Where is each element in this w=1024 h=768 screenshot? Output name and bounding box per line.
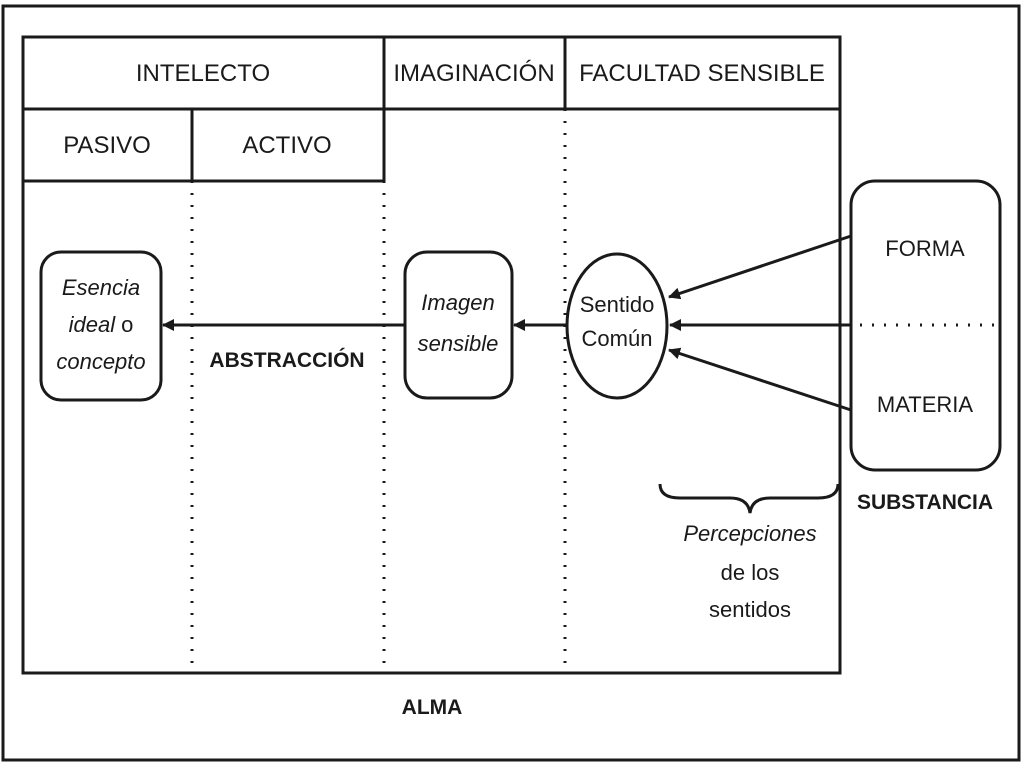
percepciones-line1: Percepciones [683,521,816,546]
esencia-line3: concepto [56,349,145,374]
header-activo: ACTIVO [242,132,331,159]
sentido-line1: Sentido [580,292,655,317]
imagen-sensible-node [403,250,514,400]
materia-label: MATERIA [877,392,973,417]
arrow-forma-to-sentido [668,234,852,300]
percepciones-brace [658,483,840,514]
forma-label: FORMA [885,236,965,261]
imagen-line1: Imagen [421,290,494,315]
header-facultad-sensible: FACULTAD SENSIBLE [579,60,825,87]
percepciones-line3: sentidos [709,597,791,622]
outer-frame [1,4,1021,762]
header-intelecto: INTELECTO [136,60,270,87]
esencia-node [39,250,163,402]
abstraccion-label: ABSTRACCIÓN [209,348,364,372]
header-pasivo: PASIVO [63,132,151,159]
percepciones-line2: de los [721,560,780,585]
alma-box [21,35,842,675]
header-imaginacion: IMAGINACIÓN [393,60,554,87]
sentido-line2: Común [582,326,653,351]
imagen-line2: sensible [418,331,499,356]
arrow-materia-to-sentido [668,347,852,412]
substancia-label: SUBSTANCIA [857,491,993,514]
alma-label: ALMA [402,696,463,719]
esencia-line1: Esencia [62,275,140,300]
esencia-line2-ideal: ideal [69,312,117,337]
esencia-line2-o: o [121,312,133,337]
